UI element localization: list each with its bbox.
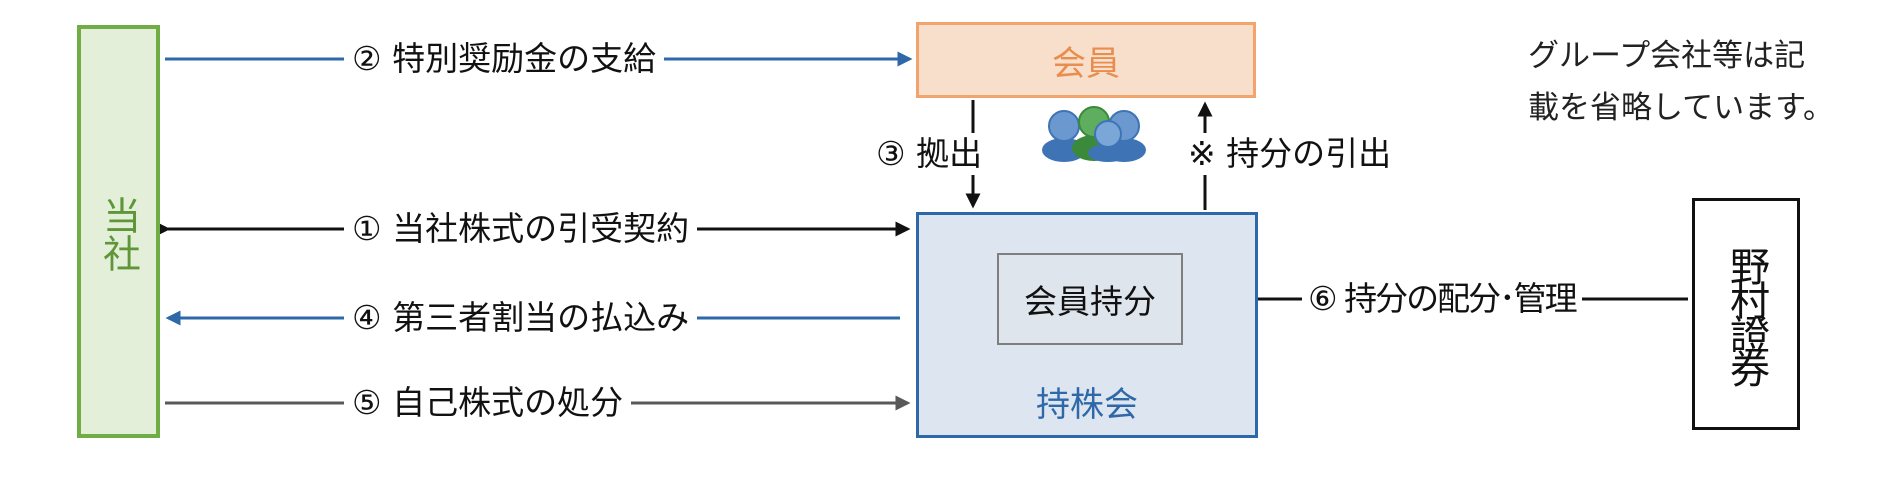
member-label: 会員 [1052, 43, 1120, 84]
company-label: 当社 [96, 196, 141, 272]
note-line-2: 載を省略しています。 [1528, 90, 1834, 126]
withdrawal-label: ※ 持分の引出 [1182, 133, 1398, 175]
nomura-label: 野村證券 [1723, 246, 1769, 382]
company-box: 当社 [77, 25, 160, 438]
incentive-label: ② 特別奨励金の支給 [344, 38, 665, 80]
contribution-label: ③ 拠出 [870, 133, 989, 175]
member-share-label: 会員持分 [1024, 282, 1156, 321]
association-box: 会員持分 持株会 [916, 212, 1258, 438]
allocation-label: ⑥ 持分の配分･管理 [1302, 278, 1582, 320]
person-front-icon [1088, 120, 1128, 162]
association-label: 持株会 [1036, 385, 1138, 425]
note-line-1: グループ会社等は記 [1528, 38, 1806, 74]
people-group-icon [1042, 106, 1146, 162]
member-share-box: 会員持分 [997, 253, 1183, 345]
subscription-label: ① 当社株式の引受契約 [344, 208, 698, 250]
member-box: 会員 [916, 22, 1256, 98]
nomura-box: 野村證券 [1692, 198, 1800, 430]
omission-note: グループ会社等は記 載を省略しています。 [1528, 30, 1888, 134]
payment-label: ④ 第三者割当の払込み [344, 297, 698, 339]
treasury-label: ⑤ 自己株式の処分 [344, 382, 632, 424]
